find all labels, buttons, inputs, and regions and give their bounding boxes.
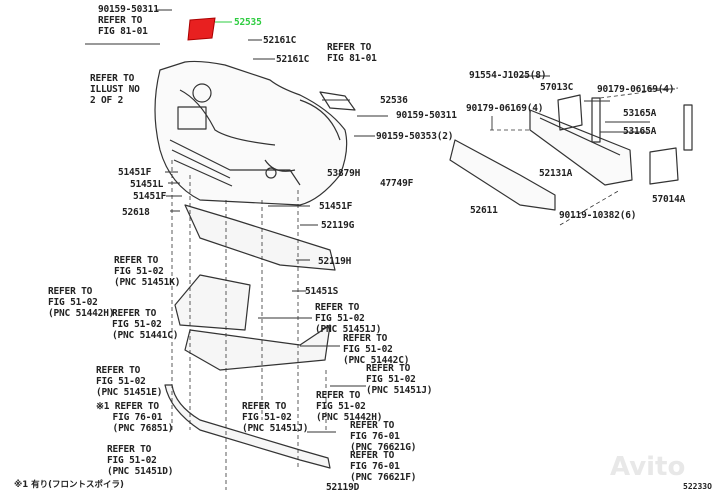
undercover-51442C xyxy=(184,324,331,371)
label-refer-51451J-3: REFER TO FIG 51-02 (PNC 51451J) xyxy=(242,401,309,434)
part-57013C xyxy=(557,94,583,131)
label-51451S: 51451S xyxy=(305,286,339,297)
label-52131A: 52131A xyxy=(539,168,573,179)
label-53165A-1: 53165A xyxy=(623,108,657,119)
label-90159-50311-right: 90159-50311 xyxy=(396,110,457,121)
label-refer-51442C: REFER TO FIG 51-02 (PNC 51442C) xyxy=(343,333,410,366)
label-52119H: 52119H xyxy=(318,256,352,267)
part-52535-highlight xyxy=(187,17,216,41)
label-refer-51451D: REFER TO FIG 51-02 (PNC 51451D) xyxy=(107,444,174,477)
label-90159-50353: 90159-50353(2) xyxy=(376,131,454,142)
label-52119D: 52119D xyxy=(326,482,360,493)
label-refer-fig-81-01-right: REFER TO FIG 81-01 xyxy=(327,42,377,64)
label-refer-76851: ※1 REFER TO FIG 76-01 (PNC 76851) xyxy=(96,401,174,434)
label-47749F: 47749F xyxy=(380,178,414,189)
part-52536 xyxy=(319,91,356,111)
label-refer-51442H-right: REFER TO FIG 51-02 (PNC 51442H) xyxy=(316,390,383,423)
label-refer-51451E: REFER TO FIG 51-02 (PNC 51451E) xyxy=(96,365,163,398)
footnote: ※1 有り(フロントスポイラ) xyxy=(14,480,124,490)
part-52611 xyxy=(449,139,556,211)
part-53165A-right xyxy=(683,104,693,151)
label-51451F-3: 51451F xyxy=(319,201,353,212)
front-spoiler xyxy=(164,384,331,469)
label-53165A-2: 53165A xyxy=(623,126,657,137)
label-52161C-1: 52161C xyxy=(263,35,297,46)
part-52131A xyxy=(529,109,633,186)
label-refer-51451J-2: REFER TO FIG 51-02 (PNC 51451J) xyxy=(366,363,433,396)
label-52611: 52611 xyxy=(470,205,498,216)
label-refer-76621G: REFER TO FIG 76-01 (PNC 76621G) xyxy=(350,420,417,453)
label-53879H: 53879H xyxy=(327,168,361,179)
label-refer-51451K: REFER TO FIG 51-02 (PNC 51451K) xyxy=(114,255,181,288)
label-90159-50311-top: 90159-50311 xyxy=(98,4,159,15)
label-refer-76621F: REFER TO FIG 76-01 (PNC 76621F) xyxy=(350,450,417,483)
part-53165A-left xyxy=(591,97,601,143)
label-refer-51441C: REFER TO FIG 51-02 (PNC 51441C) xyxy=(112,308,179,341)
label-91554-J1025: 91554-J1025(8) xyxy=(469,70,547,81)
label-51451L: 51451L xyxy=(130,179,164,190)
label-57013C: 57013C xyxy=(540,82,574,93)
label-52119G: 52119G xyxy=(321,220,355,231)
label-90179-06169-left: 90179-06169(4) xyxy=(466,103,544,114)
label-51451F-1: 51451F xyxy=(118,167,152,178)
part-57014A xyxy=(649,147,679,185)
label-refer-51442H-left: REFER TO FIG 51-02 (PNC 51442H) xyxy=(48,286,115,319)
label-57014A: 57014A xyxy=(652,194,686,205)
label-52618: 52618 xyxy=(122,207,150,218)
label-90119-10382: 90119-10382(6) xyxy=(559,210,637,221)
label-52536: 52536 xyxy=(380,95,408,106)
figure-code: 52233O xyxy=(683,482,712,491)
label-refer-illust-2-of-2: REFER TO ILLUST NO 2 OF 2 xyxy=(90,73,140,106)
label-51451F-2: 51451F xyxy=(133,191,167,202)
label-refer-fig-81-01-top: REFER TO FIG 81-01 xyxy=(98,15,148,37)
label-52535[interactable]: 52535 xyxy=(234,17,262,28)
label-52161C-2: 52161C xyxy=(276,54,310,65)
label-refer-51451J-1: REFER TO FIG 51-02 (PNC 51451J) xyxy=(315,302,382,335)
watermark: Avito xyxy=(610,452,686,482)
bumper-cover xyxy=(154,60,348,206)
undercover-51441C xyxy=(174,274,251,331)
part-52618 xyxy=(184,204,336,271)
label-90179-06169-right: 90179-06169(4) xyxy=(597,84,675,95)
